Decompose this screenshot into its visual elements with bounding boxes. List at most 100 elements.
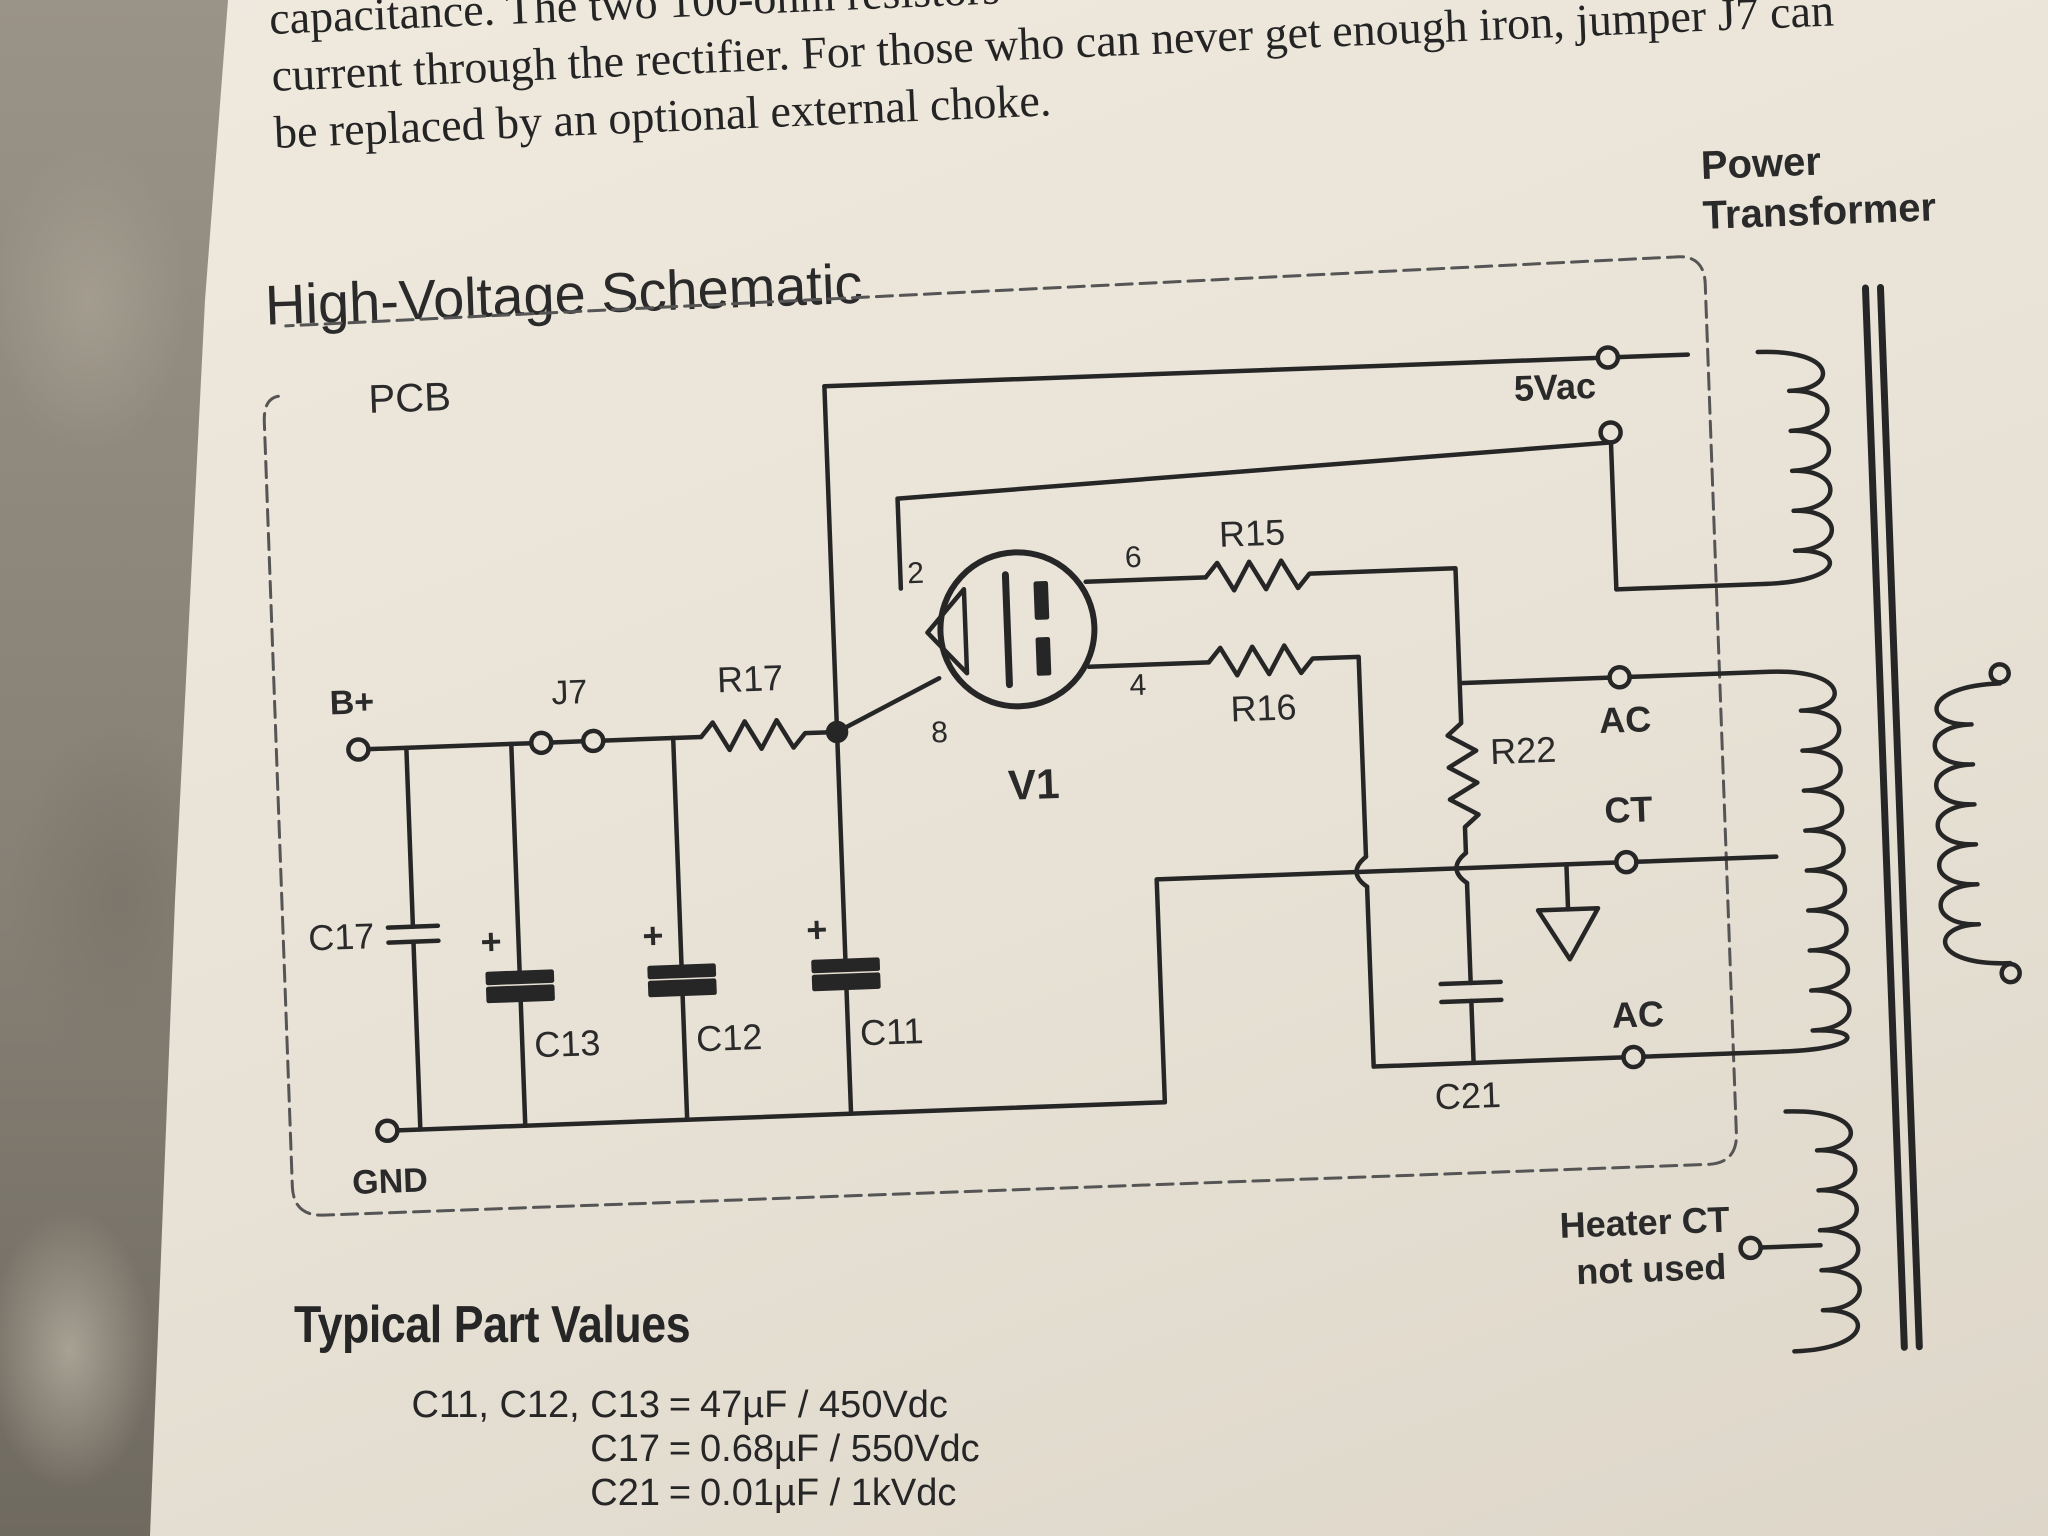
- ac-top-wire: [1457, 675, 1612, 686]
- v1-plate-upper: [1033, 580, 1050, 620]
- vac5-down-wire: [1608, 440, 1619, 592]
- bplus-label: B+: [329, 683, 375, 723]
- ct-terminal: [1614, 849, 1639, 875]
- ac-top-terminal: [1607, 665, 1632, 690]
- ct-ground-wire: [1154, 860, 1619, 1105]
- r22-resistor: [1445, 680, 1481, 856]
- v1-pin4-label: 4: [1129, 669, 1147, 703]
- filament-winding-coil: [1783, 1109, 1862, 1354]
- vac5-terminal-top: [1595, 345, 1621, 370]
- transformer-label-line1: Power: [1700, 140, 1822, 188]
- v1-pin2-label: 2: [907, 557, 925, 591]
- part-value-row: C11, C12, C13=47µF / 450Vdc: [294, 1383, 980, 1427]
- part-ref: C11, C12, C13: [411, 1384, 660, 1426]
- pin4-wire: [1086, 660, 1212, 669]
- c12-bottom-wire: [680, 991, 690, 1122]
- equals-sign: =: [668, 1428, 692, 1470]
- transformer-core-right: [1876, 283, 1923, 1351]
- c13-top-wire: [509, 741, 522, 976]
- v1-cathode-bar: [1001, 571, 1013, 689]
- equals-sign: =: [668, 1472, 692, 1514]
- part-value: 0.01µF / 1kVdc: [700, 1472, 957, 1514]
- part-value: 0.68µF / 550Vdc: [700, 1428, 980, 1470]
- j7-label: J7: [551, 673, 588, 712]
- equals-sign: =: [668, 1384, 692, 1426]
- c17-label: C17: [308, 915, 376, 958]
- c12-top-wire: [670, 735, 684, 970]
- heater-ct-label-line2: not used: [1576, 1246, 1727, 1292]
- gnd-rail-wire: [395, 1099, 1168, 1133]
- bplus-terminal: [346, 737, 371, 762]
- pin6-wire: [1083, 575, 1208, 585]
- heater-ct-label-line1: Heater CT: [1559, 1199, 1730, 1246]
- c21-bottom-wire: [1469, 998, 1476, 1066]
- r17-resistor: [698, 717, 834, 753]
- c11-plus-sign: +: [806, 908, 829, 950]
- r15-resistor: [1203, 558, 1462, 686]
- ac-bottom-label: AC: [1611, 993, 1664, 1036]
- c11-bottom-wire: [844, 985, 854, 1116]
- j7-terminal-left: [529, 730, 554, 756]
- ac-top-lead: [1627, 669, 1772, 680]
- v1-heater-symbol: [925, 586, 970, 676]
- ct-label: CT: [1604, 788, 1653, 831]
- gnd-label: GND: [352, 1161, 429, 1202]
- ct-lead: [1634, 854, 1779, 865]
- ac-bottom-wire: [1371, 1055, 1626, 1069]
- r16-down-wire: [1364, 884, 1376, 1069]
- pcb-boundary: [262, 255, 1738, 1217]
- part-value-row: C17=0.68µF / 550Vdc: [294, 1427, 980, 1471]
- v1-label: V1: [1007, 760, 1060, 809]
- primary-terminal-bottom: [1999, 961, 2022, 985]
- c13-label: C13: [534, 1022, 602, 1065]
- transformer-label-line2: Transformer: [1702, 185, 1937, 238]
- heater-winding-coil: [1755, 349, 1835, 587]
- typical-part-values: Typical Part Values C11, C12, C13=47µF /…: [294, 1295, 980, 1515]
- c12-plate-top: [647, 963, 717, 980]
- part-ref: C17: [590, 1428, 660, 1470]
- c13-plus-sign: +: [480, 920, 503, 962]
- ac-bottom-lead: [1641, 1049, 1786, 1059]
- heater-ct-terminal: [1738, 1235, 1763, 1261]
- v1-pin6-label: 6: [1124, 541, 1142, 575]
- heater-ct-lead: [1758, 1243, 1823, 1250]
- pcb-label: PCB: [368, 375, 452, 422]
- c17-bottom-wire: [411, 939, 423, 1132]
- r16-resistor: [1206, 643, 1369, 859]
- typical-values-title: Typical Part Values: [294, 1296, 691, 1354]
- c17-plate-top: [385, 923, 441, 930]
- r16-label: R16: [1230, 686, 1298, 729]
- bplus-rail-wire: [366, 740, 534, 752]
- chassis-ground-stem: [1564, 862, 1571, 912]
- part-value-row: C21=0.01µF / 1kVdc: [294, 1471, 980, 1515]
- v1-plate-lower: [1035, 636, 1052, 676]
- r17-label: R17: [716, 657, 784, 700]
- c13-bottom-wire: [518, 997, 528, 1128]
- part-value: 47µF / 450Vdc: [700, 1384, 948, 1426]
- primary-winding-coil: [1932, 681, 2013, 966]
- vac5-top-lead: [1615, 352, 1691, 360]
- c17-top-wire: [404, 745, 416, 929]
- r22-down-wire: [1464, 880, 1473, 986]
- hv-secondary-coil: [1767, 669, 1852, 1054]
- pin2-wire: [895, 440, 1614, 591]
- heater-wire-top: [822, 355, 1601, 389]
- c11-plate-top: [811, 957, 881, 974]
- j7-r17-wire: [600, 734, 704, 743]
- transformer-core-left: [1861, 284, 1908, 1351]
- c12-label: C12: [695, 1016, 763, 1059]
- c12-plus-sign: +: [642, 915, 665, 957]
- j7-terminal-right: [580, 728, 606, 754]
- c21-label: C21: [1434, 1074, 1502, 1117]
- part-ref: C21: [590, 1472, 660, 1514]
- j7-link-wire: [549, 739, 586, 745]
- r15-label: R15: [1218, 511, 1286, 554]
- c11-label: C11: [859, 1010, 924, 1053]
- v1-tube-envelope: [937, 549, 1098, 710]
- vac5-to-winding-wire: [1614, 581, 1769, 592]
- c21-plate-top: [1438, 979, 1503, 987]
- primary-terminal-top: [1988, 662, 2011, 685]
- c11-node-wire: [822, 383, 848, 964]
- vac5-terminal-bottom: [1598, 420, 1623, 445]
